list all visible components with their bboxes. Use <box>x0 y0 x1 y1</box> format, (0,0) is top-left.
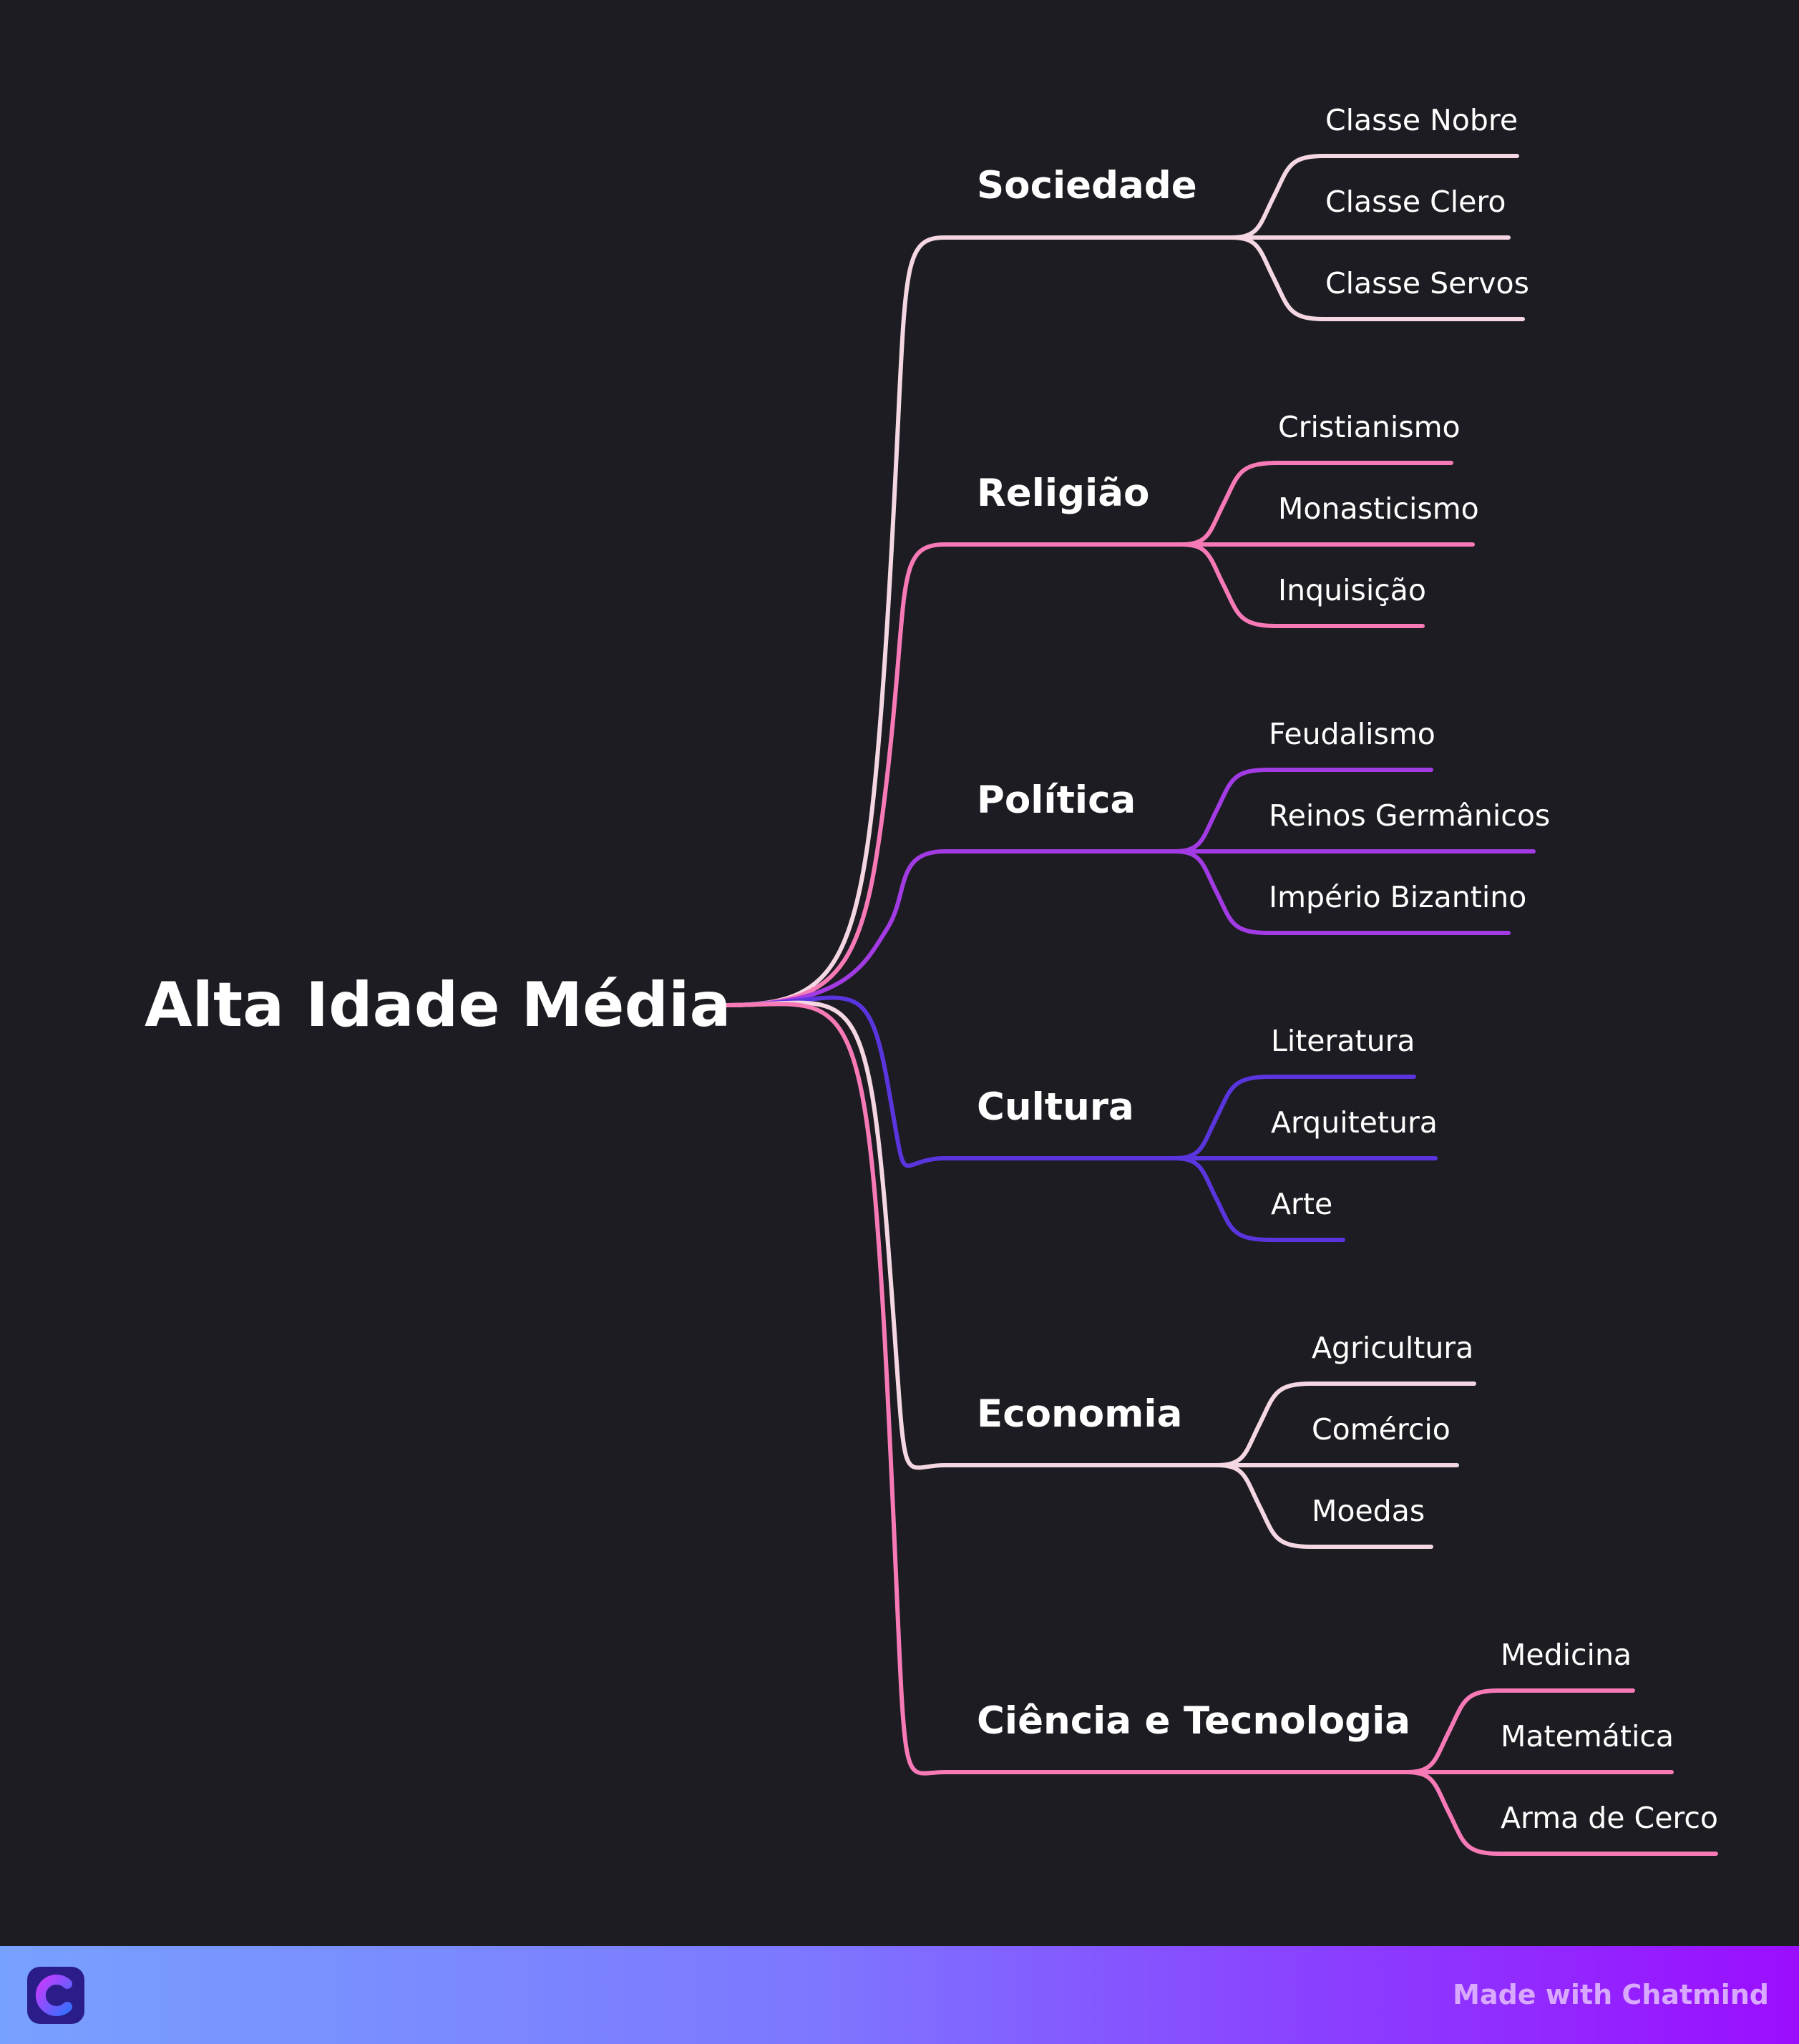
leaf-topic[interactable]: Comércio <box>1312 1412 1451 1447</box>
leaf-topic[interactable]: Medicina <box>1501 1638 1632 1672</box>
leaf-topic[interactable]: Reinos Germânicos <box>1269 798 1551 833</box>
footer-bar: Made with Chatmind <box>0 1946 1799 2044</box>
leaf-link <box>1404 1770 1718 1856</box>
branch-link <box>724 235 1233 1007</box>
leaf-topic[interactable]: Classe Clero <box>1325 185 1506 219</box>
leaf-link <box>1171 1075 1416 1160</box>
leaf-link <box>1229 235 1525 321</box>
leaf-link <box>1404 1688 1635 1774</box>
made-with-chatmind-label[interactable]: Made with Chatmind <box>1453 1979 1769 2010</box>
branch-topic[interactable]: Sociedade <box>977 164 1197 207</box>
leaf-topic[interactable]: Matemática <box>1501 1719 1674 1754</box>
leaf-topic[interactable]: Arte <box>1271 1187 1333 1221</box>
leaf-link <box>1179 542 1425 628</box>
branch-topic[interactable]: Cultura <box>977 1085 1134 1129</box>
leaf-topic[interactable]: Monasticismo <box>1278 492 1479 526</box>
leaf-link <box>1214 1382 1476 1467</box>
branch-link <box>724 542 1183 1007</box>
leaf-link <box>1171 768 1433 854</box>
branch-topic[interactable]: Ciência e Tecnologia <box>977 1699 1411 1743</box>
leaf-topic[interactable]: Agricultura <box>1312 1331 1474 1365</box>
leaf-topic[interactable]: Cristianismo <box>1278 410 1461 444</box>
leaf-topic[interactable]: Feudalismo <box>1269 717 1435 751</box>
root-topic[interactable]: Alta Idade Média <box>145 969 731 1041</box>
branch-link <box>724 849 1176 1007</box>
leaf-link <box>1171 849 1511 935</box>
leaf-topic[interactable]: Classe Servos <box>1325 266 1529 300</box>
branch-topic[interactable]: Religião <box>977 471 1150 515</box>
leaf-link <box>1171 1156 1345 1242</box>
leaf-topic[interactable]: Literatura <box>1271 1024 1415 1058</box>
leaf-link <box>1214 1463 1433 1549</box>
leaf-topic[interactable]: Inquisição <box>1278 573 1426 607</box>
leaf-link <box>1179 461 1453 547</box>
leaf-topic[interactable]: Império Bizantino <box>1269 880 1527 914</box>
leaf-topic[interactable]: Arquitetura <box>1271 1105 1438 1140</box>
branch-link <box>724 1000 1219 1470</box>
leaf-topic[interactable]: Classe Nobre <box>1325 103 1518 137</box>
branch-topic[interactable]: Política <box>977 778 1136 822</box>
chatmind-logo-icon[interactable] <box>27 1967 84 2024</box>
leaf-topic[interactable]: Moedas <box>1312 1494 1425 1528</box>
leaf-link <box>1229 154 1519 240</box>
leaf-topic[interactable]: Arma de Cerco <box>1501 1801 1718 1835</box>
branch-topic[interactable]: Economia <box>977 1392 1183 1436</box>
branch-link <box>724 1002 1408 1776</box>
branch-link <box>724 995 1176 1168</box>
mindmap-links <box>724 154 1718 1856</box>
